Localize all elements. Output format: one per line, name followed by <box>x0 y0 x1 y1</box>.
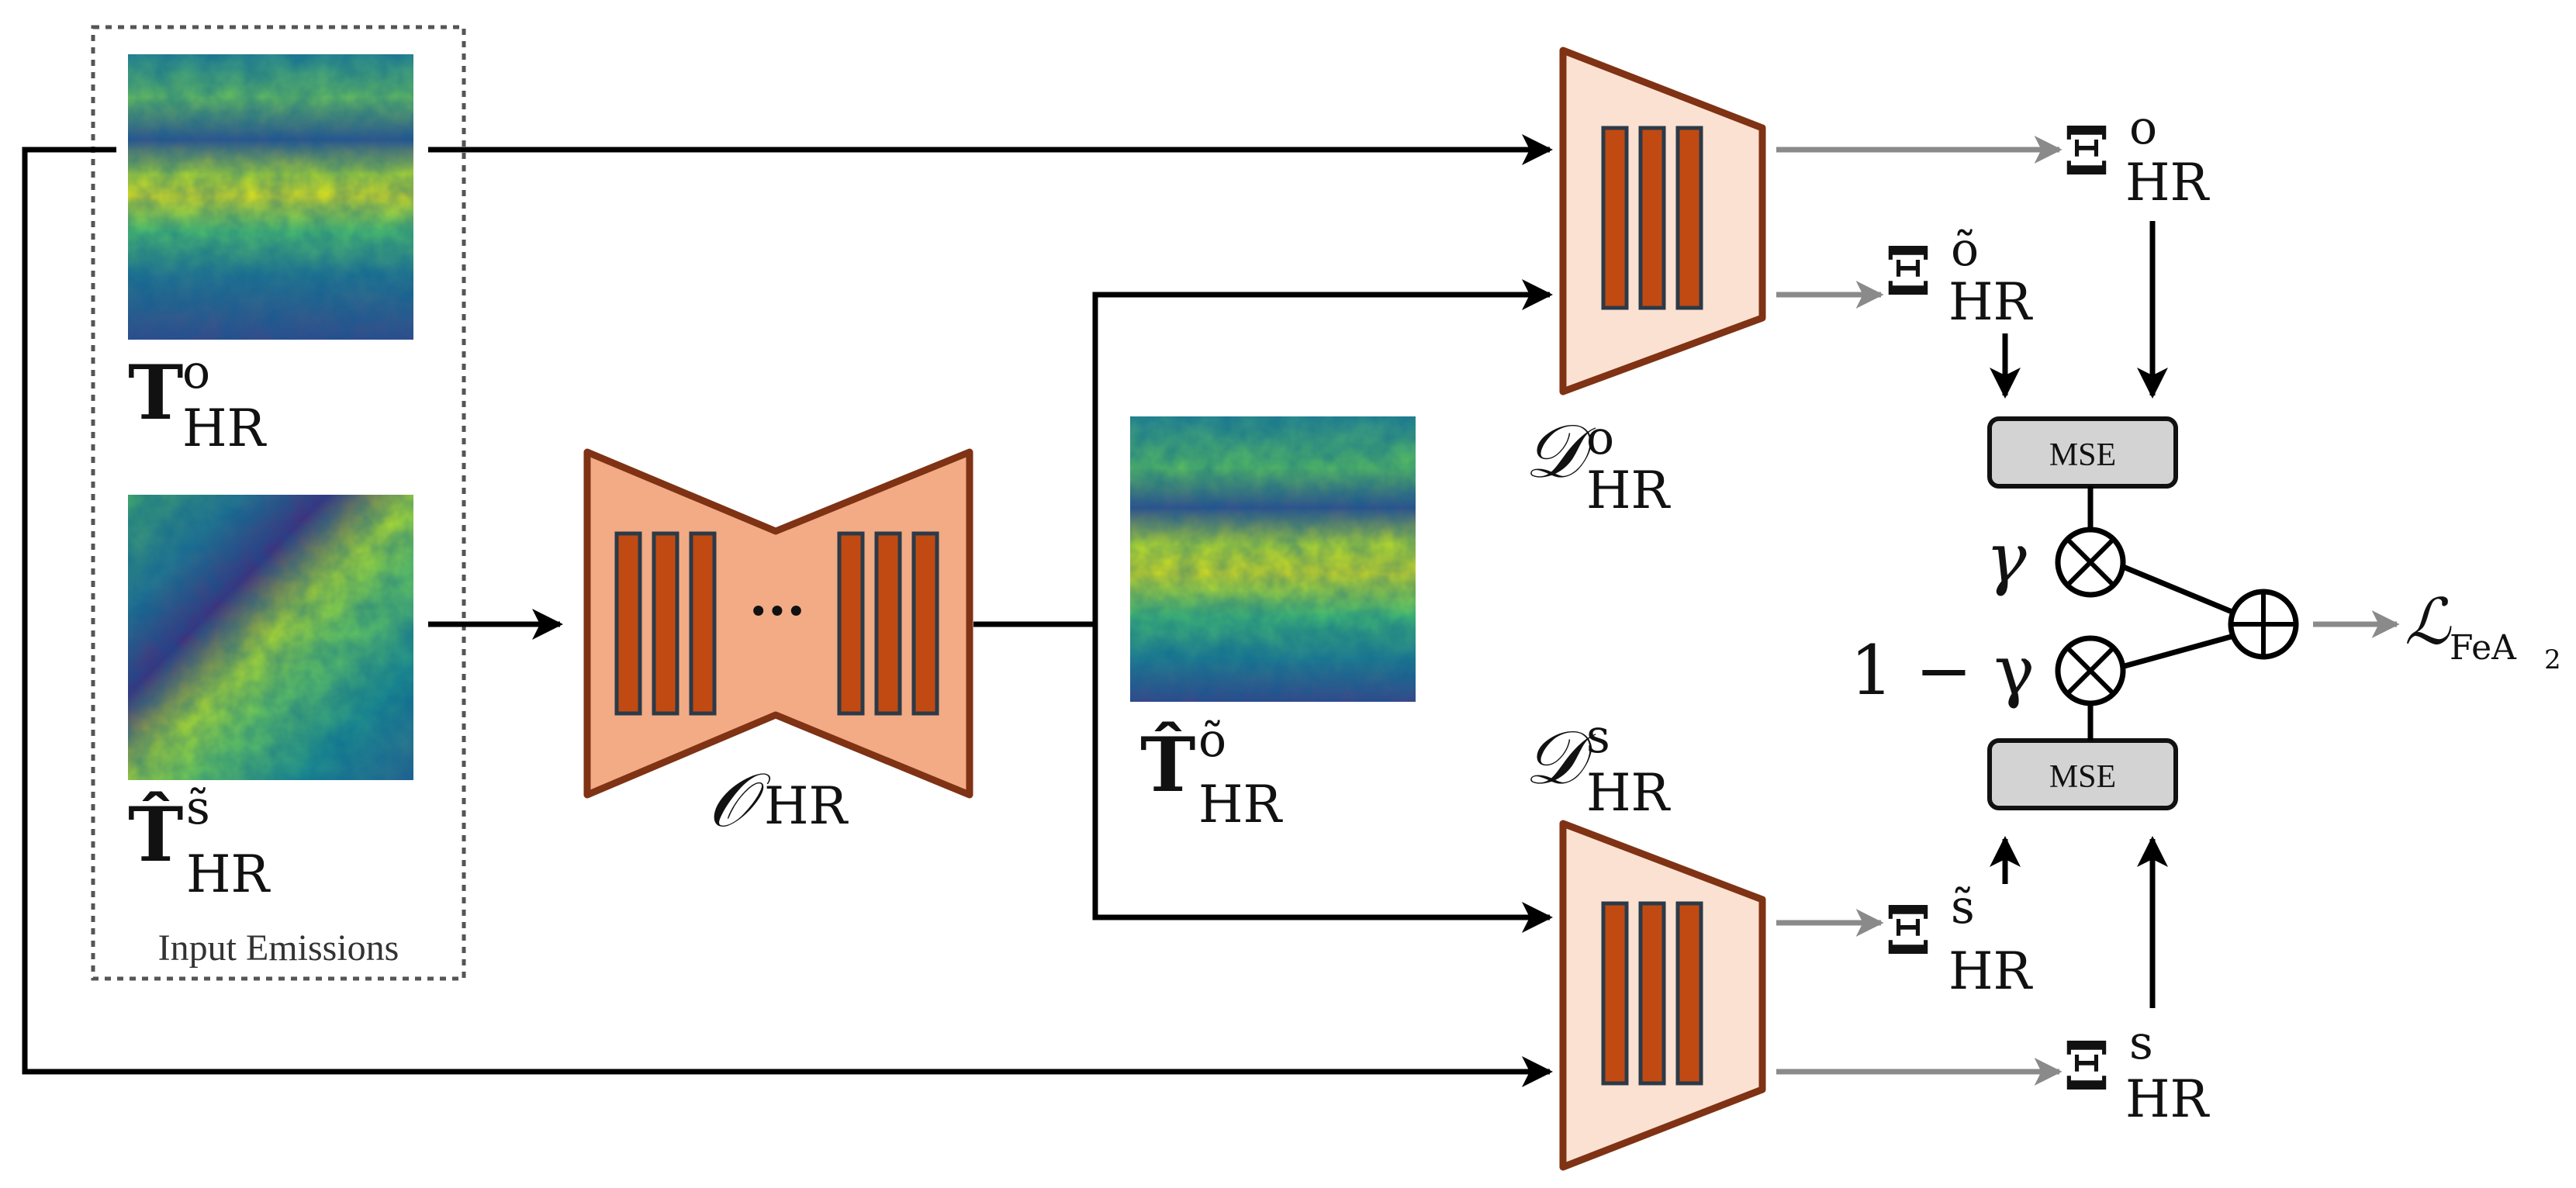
svg-text:o: o <box>2129 101 2157 155</box>
label-one-minus-gamma: 1 − γ <box>1850 630 2035 710</box>
svg-text:MSE: MSE <box>2049 759 2116 795</box>
arrow-encoder-output-to-decoder-s <box>1092 624 1553 933</box>
svg-text:s: s <box>2129 1016 2153 1070</box>
svg-text:Ξ: Ξ <box>2063 112 2111 191</box>
svg-text:HR: HR <box>186 844 271 904</box>
svg-text:HR: HR <box>1948 272 2034 332</box>
decoder-d-hr-s <box>1559 820 1766 1171</box>
label-gamma: γ <box>1986 518 2027 598</box>
svg-text:2: 2 <box>2544 644 2561 675</box>
svg-text:Ξ: Ξ <box>1885 233 1932 311</box>
arrow-encoder-output-to-decoder-o <box>973 279 1553 627</box>
svg-text:HR: HR <box>2125 153 2211 212</box>
svg-text:HR: HR <box>1198 775 1284 834</box>
label-xi-hr-s: Ξ s HR <box>2063 1016 2211 1129</box>
label-d-hr-o: 𝒟 o HR <box>1524 408 1672 520</box>
encoder-o-hr: ··· <box>583 448 973 799</box>
encoder-ellipsis: ··· <box>749 578 805 643</box>
label-xi-hr-o-tilde: Ξ õ HR <box>1885 223 2034 332</box>
heatmap-t-hr-o <box>128 54 413 340</box>
svg-text:HR: HR <box>764 776 849 836</box>
label-xi-hr-s-tilde: Ξ s̃ HR <box>1885 880 2034 1001</box>
label-t-hat-hr-s: T̂ s̃ HR <box>128 781 271 904</box>
svg-text:HR: HR <box>1586 461 1672 520</box>
svg-text:T: T <box>128 349 183 437</box>
svg-text:HR: HR <box>182 399 268 458</box>
multiply-gamma-node <box>2055 527 2126 598</box>
svg-text:õ: õ <box>1951 223 1979 277</box>
svg-text:s: s <box>1586 710 1610 764</box>
svg-text:HR: HR <box>2125 1069 2211 1129</box>
mse-bottom-box: MSE <box>1987 738 2178 810</box>
svg-text:ℒ: ℒ <box>2405 585 2452 659</box>
svg-text:Ξ: Ξ <box>1885 892 1932 970</box>
svg-text:MSE: MSE <box>2049 437 2116 473</box>
multiply-one-minus-gamma-node <box>2055 635 2126 706</box>
label-loss: ℒ FeA 2 <box>2405 585 2561 675</box>
svg-text:s̃: s̃ <box>186 781 210 835</box>
svg-text:õ: õ <box>1198 713 1226 768</box>
svg-text:HR: HR <box>1948 941 2034 1001</box>
label-t-hr-o: T o HR <box>128 345 268 458</box>
svg-text:𝒪: 𝒪 <box>707 757 771 844</box>
svg-text:s̃: s̃ <box>1951 880 1975 934</box>
svg-text:Ξ: Ξ <box>2063 1027 2111 1106</box>
input-emissions-box <box>91 25 466 981</box>
input-emissions-label: Input Emissions <box>158 927 399 969</box>
label-t-hat-hr-o: T̂ õ HR <box>1140 713 1284 834</box>
mse-top-box: MSE <box>1987 416 2178 489</box>
sum-node <box>2228 589 2299 660</box>
label-d-hr-s: 𝒟 s HR <box>1524 710 1672 823</box>
label-xi-hr-o: Ξ o HR <box>2063 101 2211 212</box>
svg-text:FeA: FeA <box>2450 628 2517 668</box>
svg-text:o: o <box>1586 411 1614 465</box>
heatmap-t-hat-hr-o <box>1130 416 1416 702</box>
svg-text:o: o <box>182 345 210 399</box>
svg-text:T̂: T̂ <box>1140 721 1195 809</box>
svg-text:T̂: T̂ <box>128 791 183 879</box>
decoder-d-hr-o <box>1559 47 1766 395</box>
arrow-t-hr-o-to-decoder-s <box>22 147 1553 1087</box>
heatmap-t-hat-hr-s <box>128 495 413 780</box>
svg-text:HR: HR <box>1586 763 1672 823</box>
label-o-hr: 𝒪 HR <box>707 757 849 844</box>
